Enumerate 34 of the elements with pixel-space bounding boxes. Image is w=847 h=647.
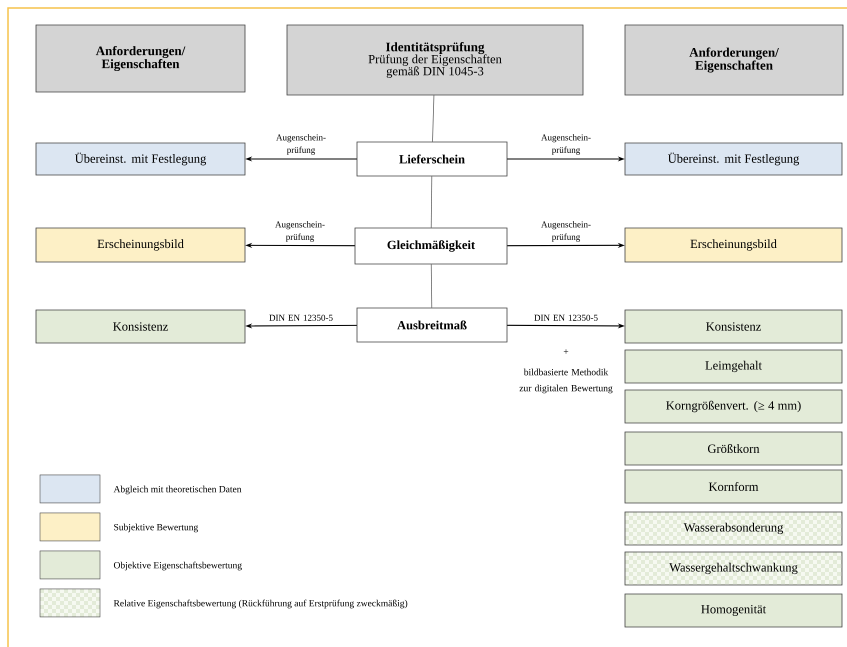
property-box: Konsistenz: [36, 310, 246, 344]
connector-line: [430, 264, 432, 308]
test-box: Lieferschein: [356, 142, 508, 176]
header-box: Identitätsprüfung Prüfung der Eigenschaften gemäß DIN 1045-3: [286, 24, 584, 96]
property-box: Übereinst. mit Festlegung: [624, 142, 842, 176]
note-text: +: [564, 349, 568, 354]
header-box: Anforderungen/ Eigenschaften: [36, 24, 246, 92]
legend-text: Relative Eigenschaftsbewertung (Rückführung auf Erstprüfung zweckmäßig): [114, 600, 408, 608]
legend-text: Abgleich mit theoretischen Daten: [114, 486, 242, 494]
property-box: Größtkorn: [624, 432, 842, 466]
connector-line: [430, 176, 432, 228]
legend-text: Objektive Eigenschaftsbewertung: [114, 562, 242, 570]
edge-label: Augenschein- prüfung: [541, 134, 591, 155]
property-box: Korngrößenvert. (≥ 4 mm): [624, 390, 842, 424]
test-box: Gleichmäßigkeit: [354, 228, 508, 264]
legend-text: Subjektive Bewertung: [114, 524, 198, 532]
edge-label: Augenschein- prüfung: [276, 134, 326, 155]
connector-line: [432, 94, 434, 142]
header-box: Anforderungen/ Eigenschaften: [624, 24, 844, 96]
edge-label: DIN EN 12350-5: [534, 314, 598, 321]
property-box: Homogenität: [624, 594, 842, 628]
edge-label: Augenschein- prüfung: [541, 221, 591, 242]
property-box: Konsistenz: [624, 310, 842, 344]
test-box: Ausbreitmaß: [356, 308, 508, 342]
property-box: Übereinst. mit Festlegung: [36, 142, 246, 176]
edge-label: Augenschein- prüfung: [275, 221, 325, 242]
property-box: Erscheinungsbild: [36, 228, 246, 262]
property-box: Leimgehalt: [624, 350, 842, 384]
property-box: Wasserabsonderung: [624, 512, 842, 546]
property-box: Wassergehaltschwankung: [624, 552, 842, 586]
property-box: Erscheinungsbild: [624, 228, 842, 262]
property-box: Kornform: [624, 470, 842, 504]
edge-label: DIN EN 12350-5: [269, 314, 333, 321]
note-text: bildbasierte Methodik zur digitalen Bewertung: [520, 368, 613, 394]
